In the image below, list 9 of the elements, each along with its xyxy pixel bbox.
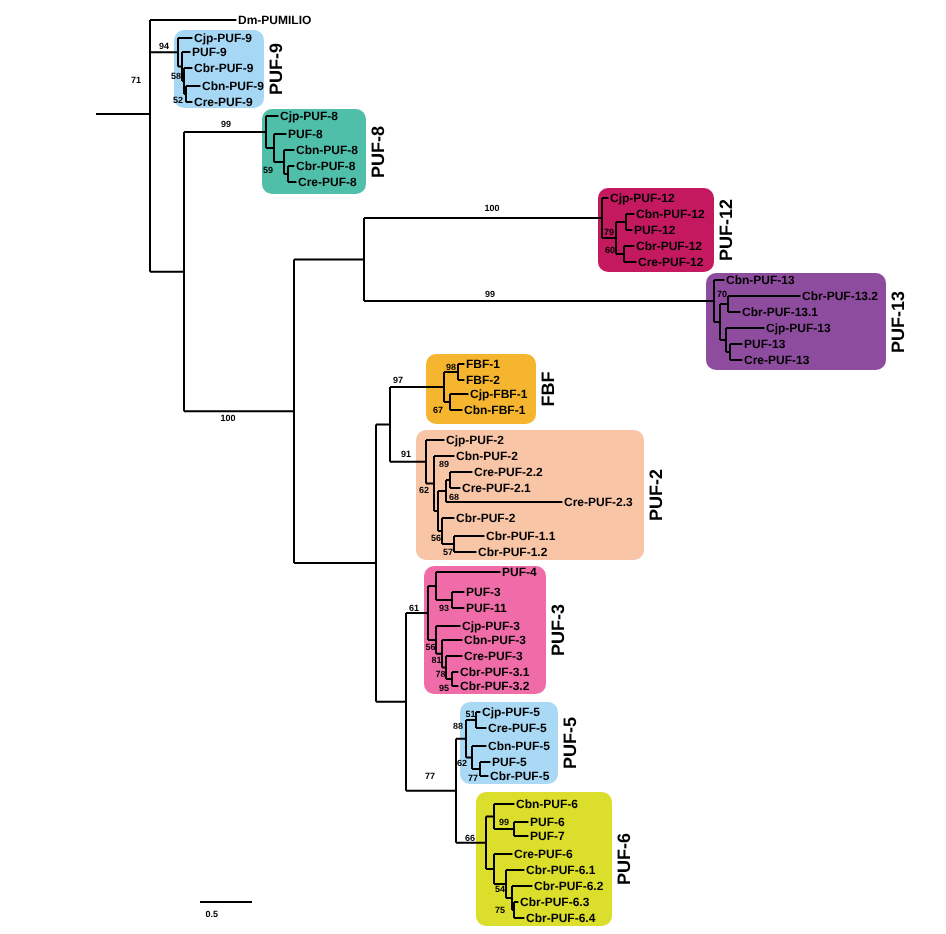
clade-label: PUF-12 <box>717 199 735 261</box>
clade-label: FBF <box>539 371 557 407</box>
clade-label: PUF-8 <box>369 125 387 178</box>
clade-label: PUF-6 <box>615 833 633 885</box>
clade-label: PUF-3 <box>549 604 567 656</box>
clade-label: PUF-13 <box>889 290 907 353</box>
clade-label: PUF-2 <box>647 469 665 521</box>
clade-label: PUF-5 <box>561 717 579 769</box>
clade-label: PUF-9 <box>267 43 285 95</box>
